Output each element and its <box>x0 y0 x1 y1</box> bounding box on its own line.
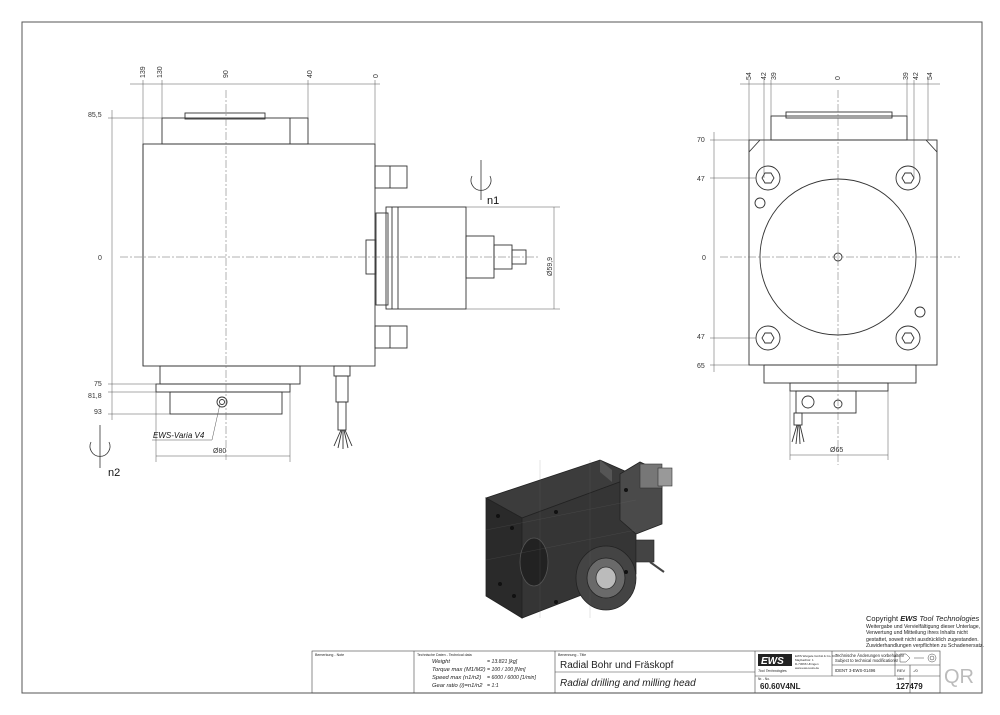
dim-0-front: 0 <box>702 255 706 262</box>
diameter-65: Ø65 <box>830 447 843 454</box>
part-number: 60.60V4NL <box>760 682 801 691</box>
front-view-top-dims: 54 42 39 0 39 42 54 <box>746 72 934 80</box>
company-address: EWS Weigele GmbH & Co. KG Maybachstr. 1 … <box>795 654 837 670</box>
copyright-prefix: Copyright <box>866 614 899 623</box>
dim-54-right: 54 <box>927 72 934 80</box>
dim-0-left: 0 <box>98 255 102 262</box>
dim-0-center: 0 <box>835 76 842 80</box>
tech-row-label: Gear ratio (i)=n1/n2 <box>432 683 483 689</box>
ident-label: IDENT <box>835 668 848 673</box>
tech-data-rows: Weight = 13.821 [kg] Torque max (M1/M2) … <box>432 659 536 689</box>
dim-90: 90 <box>223 70 230 78</box>
ident-number-label: Ident <box>897 677 904 681</box>
ident-value: 3-EWS-01496 <box>849 668 876 673</box>
company-line: www.ews-tools.de <box>795 666 819 670</box>
tech-row-value: = 6000 / 6000 [1/min] <box>487 675 536 681</box>
dim-65: 65 <box>697 363 705 370</box>
dim-42-right: 42 <box>913 72 920 80</box>
copyright-line: Weitergabe und Vervielfältigung dieser U… <box>866 624 981 630</box>
dim-47-bottom: 47 <box>697 334 705 341</box>
diameter-80: Ø80 <box>213 448 226 455</box>
company-line: Maybachstr. 1 <box>795 658 814 662</box>
copyright-notes: Weitergabe und Vervielfältigung dieser U… <box>866 624 984 650</box>
techdata-label: Technische Daten - Technical data <box>417 653 472 657</box>
title-english: Radial drilling and milling head <box>560 678 696 689</box>
tech-row-label: Torque max (M1/M2) <box>432 667 486 673</box>
dim-42-left: 42 <box>761 72 768 80</box>
tech-row-label: Speed max (n1/n2) <box>432 675 481 681</box>
company-line: EWS Weigele GmbH & Co. KG <box>795 654 837 658</box>
copyright-suffix: Tool Technologies <box>919 614 980 623</box>
copyright-line: Verwertung und Mitteilung ihres Inhalts … <box>866 630 968 637</box>
ident-number: 127479 <box>896 682 923 691</box>
logo-box <box>758 654 792 666</box>
tech-row-label: Weight <box>432 659 450 665</box>
title-block <box>311 650 941 694</box>
dim-139: 139 <box>140 66 147 78</box>
front-view <box>748 111 938 445</box>
rev-value: -/0 <box>913 668 918 673</box>
qr-placeholder: QR <box>944 666 974 688</box>
copyright-line: Zuwiderhandlungen verpflichten zu Schade… <box>866 643 984 650</box>
dim-93: 93 <box>94 409 102 416</box>
dim-81-8: 81,8 <box>88 393 102 400</box>
diameter-59-9: Ø59,9 <box>547 257 554 276</box>
dim-40: 40 <box>307 70 314 78</box>
copyright-brand: EWS <box>900 614 918 623</box>
front-view-left-dims: 70 47 0 47 65 <box>697 137 706 370</box>
number-label: Nr. - No. <box>758 677 770 681</box>
remark-label: Bemerkung - Note <box>315 653 344 657</box>
copyright-title: Copyright EWS Tool Technologies <box>866 614 984 623</box>
title-german: Radial Bohr und Fräskopf <box>560 660 674 671</box>
title-label: Benennung - Title <box>558 653 586 657</box>
dim-75: 75 <box>94 381 102 388</box>
copyright-line: gestattet, soweit nicht ausdrücklich zug… <box>866 636 979 643</box>
dim-85-5: 85,5 <box>88 112 102 119</box>
dim-54-left: 54 <box>746 72 753 80</box>
tech-row-value: = 100 / 100 [Nm] <box>487 667 526 673</box>
dim-0: 0 <box>373 74 380 78</box>
side-view-top-dims: 139 130 90 40 0 <box>140 66 380 78</box>
dim-39-right: 39 <box>903 72 910 80</box>
dim-70: 70 <box>697 137 705 144</box>
rev-label: REV <box>897 668 906 673</box>
rotation-n1-label: n1 <box>487 195 499 207</box>
copyright-notice: Copyright EWS Tool Technologies Weiterga… <box>866 614 984 650</box>
side-view-left-dims: 85,5 0 75 81,8 93 <box>88 112 102 416</box>
dim-47-top: 47 <box>697 176 705 183</box>
tech-row-value: = 13.821 [kg] <box>487 659 518 665</box>
company-logo: EWS <box>761 656 784 667</box>
changes-english: Subject to technical modifications! <box>835 658 898 663</box>
dim-130: 130 <box>157 66 164 78</box>
rotation-n2-label: n2 <box>108 467 120 479</box>
model-label: EWS-Varia V4 <box>153 431 205 440</box>
logo-subtitle: Tool Technologies <box>758 669 787 673</box>
side-view <box>142 112 527 449</box>
dim-39-left: 39 <box>771 72 778 80</box>
tech-row-value: = 1:1 <box>487 683 499 689</box>
isometric-render <box>485 459 673 619</box>
company-line: D-73066 Uhingen <box>795 662 819 666</box>
changes-german: Technische Änderungen vorbehalten! <box>835 653 904 658</box>
